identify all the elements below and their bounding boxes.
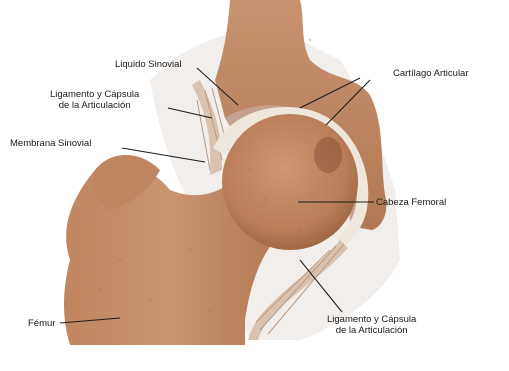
label-ligamento-capsula-superior: Ligamento y Cápsula de la Articulación (50, 89, 139, 111)
label-femur: Fémur (28, 318, 55, 329)
label-ligamento-inf-line1: Ligamento y Cápsula (327, 314, 416, 325)
label-ligamento-capsula-inferior: Ligamento y Cápsula de la Articulación (327, 314, 416, 336)
label-ligamento-sup-line2: de la Articulación (50, 100, 139, 111)
label-ligamento-sup-line1: Ligamento y Cápsula (50, 89, 139, 100)
label-cabeza-femoral: Cabeza Femoral (376, 197, 446, 208)
label-ligamento-inf-line2: de la Articulación (327, 325, 416, 336)
label-cartilago-articular: Cartílago Articular (393, 68, 469, 79)
femoral-head (222, 114, 358, 250)
fovea-shadow (314, 137, 342, 173)
label-liquido-sinovial: Liquido Sinovial (115, 59, 182, 70)
label-membrana-sinovial: Membrana Sinovial (10, 138, 91, 149)
